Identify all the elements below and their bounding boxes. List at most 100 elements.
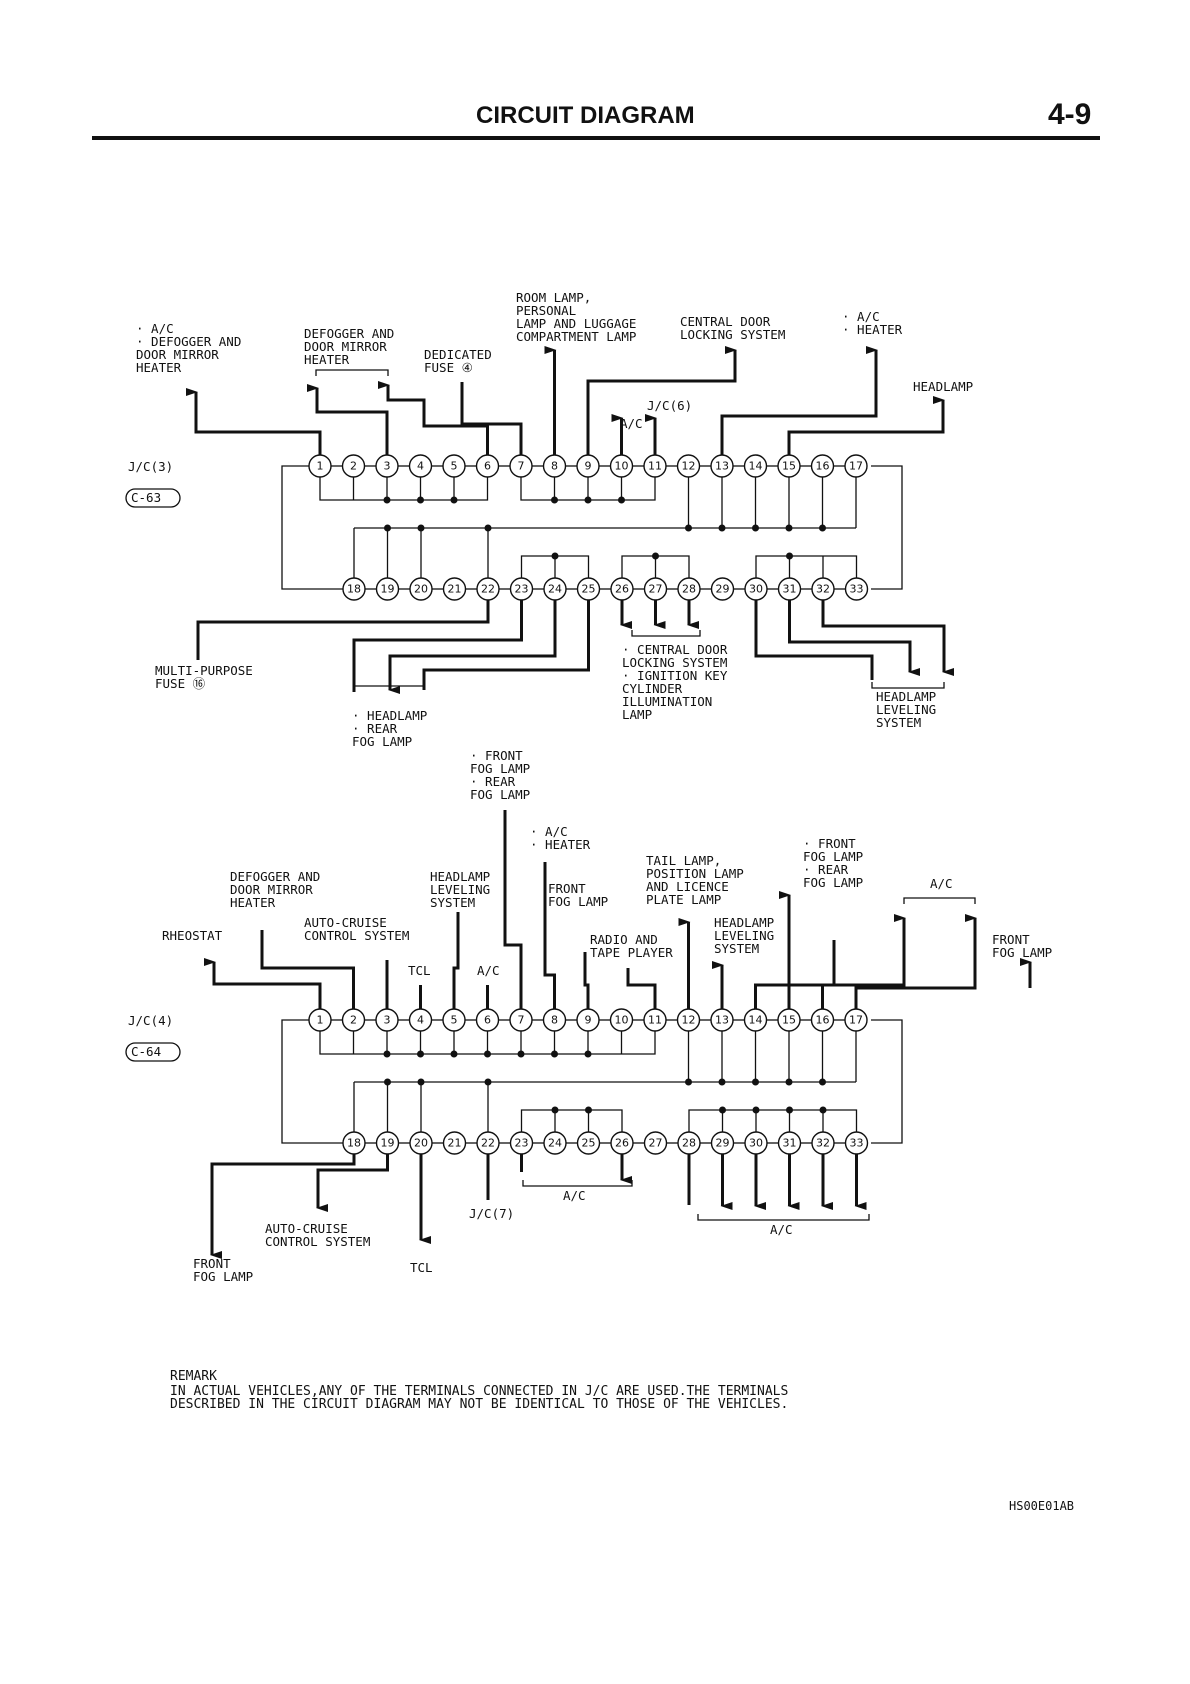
wire-dedicated-fuse (460, 382, 523, 455)
terminal-19 (375, 577, 400, 601)
terminal-number: 16 (816, 1014, 830, 1027)
junction-dot (417, 1078, 425, 1086)
terminal-number: 26 (615, 1137, 629, 1150)
junction-dot (551, 1050, 558, 1058)
terminal-21 (442, 577, 467, 601)
terminal-28 (677, 577, 701, 601)
label-ac-bottom-right: A/C (770, 1222, 793, 1237)
wire-front-rear-fog (503, 810, 523, 1009)
brace (871, 682, 945, 689)
junction-dot (819, 1106, 827, 1114)
terminal-16 (810, 1008, 835, 1032)
wire-ac-right (854, 914, 977, 1009)
terminal-23 (509, 577, 534, 601)
terminal-number: 3 (384, 1014, 391, 1027)
terminal-9 (576, 454, 600, 478)
terminal-21 (442, 1131, 467, 1155)
jc4-connector-code: C-64 (131, 1044, 161, 1059)
label-ac: A/C (620, 416, 643, 431)
terminal-number: 13 (715, 460, 729, 473)
wire-defogger-3 (307, 384, 389, 455)
brace (522, 1180, 633, 1187)
terminal-30 (744, 577, 768, 601)
label-ac-bottom-mid: A/C (563, 1188, 586, 1203)
terminal-number: 33 (850, 1137, 864, 1150)
terminal-number: 19 (381, 1137, 395, 1150)
terminal-11 (643, 454, 667, 478)
terminal-number: 15 (782, 460, 796, 473)
terminal-32 (811, 577, 835, 601)
terminal-number: 10 (615, 460, 629, 473)
junction-dot (517, 1050, 525, 1058)
junction-dot (819, 524, 826, 532)
label-ac-heater: · A/C· HEATER (530, 824, 591, 852)
wire-defogger-6 (378, 381, 489, 455)
terminal-number: 20 (414, 583, 428, 596)
terminal-number: 23 (515, 583, 529, 596)
junction-dot (652, 552, 659, 560)
bus (319, 477, 489, 501)
terminal-20 (409, 1131, 433, 1155)
junction-dot (383, 1050, 391, 1058)
terminal-number: 26 (615, 583, 629, 596)
terminal-17 (844, 1008, 868, 1032)
terminal-number: 24 (548, 1137, 562, 1150)
label-jc6: J/C(6) (647, 398, 692, 413)
terminal-number: 32 (816, 1137, 830, 1150)
terminal-number: 23 (515, 1137, 529, 1150)
junction-dot (384, 1078, 391, 1086)
terminal-31 (777, 1131, 802, 1155)
junction-dot (785, 524, 793, 532)
terminal-15 (777, 454, 801, 478)
terminal-number: 22 (481, 1137, 495, 1150)
terminal-18 (342, 1131, 366, 1155)
terminal-28 (677, 1131, 701, 1155)
remark-line: DESCRIBED IN THE CIRCUIT DIAGRAM MAY NOT… (170, 1397, 788, 1412)
junction-dot (752, 1078, 759, 1086)
wire-headlamp-leveling (821, 600, 954, 676)
junction-dot (786, 1106, 793, 1114)
terminal-number: 7 (518, 1014, 525, 1027)
remark-line: IN ACTUAL VEHICLES,ANY OF THE TERMINALS … (170, 1384, 788, 1399)
terminal-number: 30 (749, 583, 763, 596)
jc4-connector-badge (125, 1042, 181, 1062)
wire-front-fog (583, 952, 590, 1009)
junction-dot (752, 524, 759, 532)
terminal-number: 25 (582, 583, 596, 596)
terminal-number: 28 (682, 583, 696, 596)
terminal-19 (375, 1131, 400, 1155)
label-ac: A/C (477, 963, 500, 978)
terminal-number: 13 (715, 1014, 729, 1027)
junction-dot (384, 524, 391, 532)
brace (903, 897, 976, 904)
page-title: CIRCUIT DIAGRAM (476, 102, 695, 129)
terminal-9 (576, 1008, 600, 1032)
terminal-number: 19 (381, 583, 395, 596)
terminal-number: 5 (451, 1014, 458, 1027)
terminal-18 (342, 577, 366, 601)
terminal-27 (643, 1131, 668, 1155)
junction-dot (450, 496, 458, 504)
terminal-number: 14 (749, 460, 763, 473)
jc4-frame-right (871, 1019, 903, 1144)
jc3-connector-code: C-63 (131, 490, 161, 505)
junction-dot (417, 1050, 424, 1058)
wire-ac-heater (543, 862, 556, 1009)
junction-dot (718, 524, 726, 532)
jc3-frame-right (871, 465, 903, 590)
terminal-4 (408, 1008, 433, 1032)
terminal-30 (744, 1131, 768, 1155)
terminal-number: 1 (317, 1014, 324, 1027)
terminal-number: 14 (749, 1014, 763, 1027)
junction-dot (484, 524, 492, 532)
